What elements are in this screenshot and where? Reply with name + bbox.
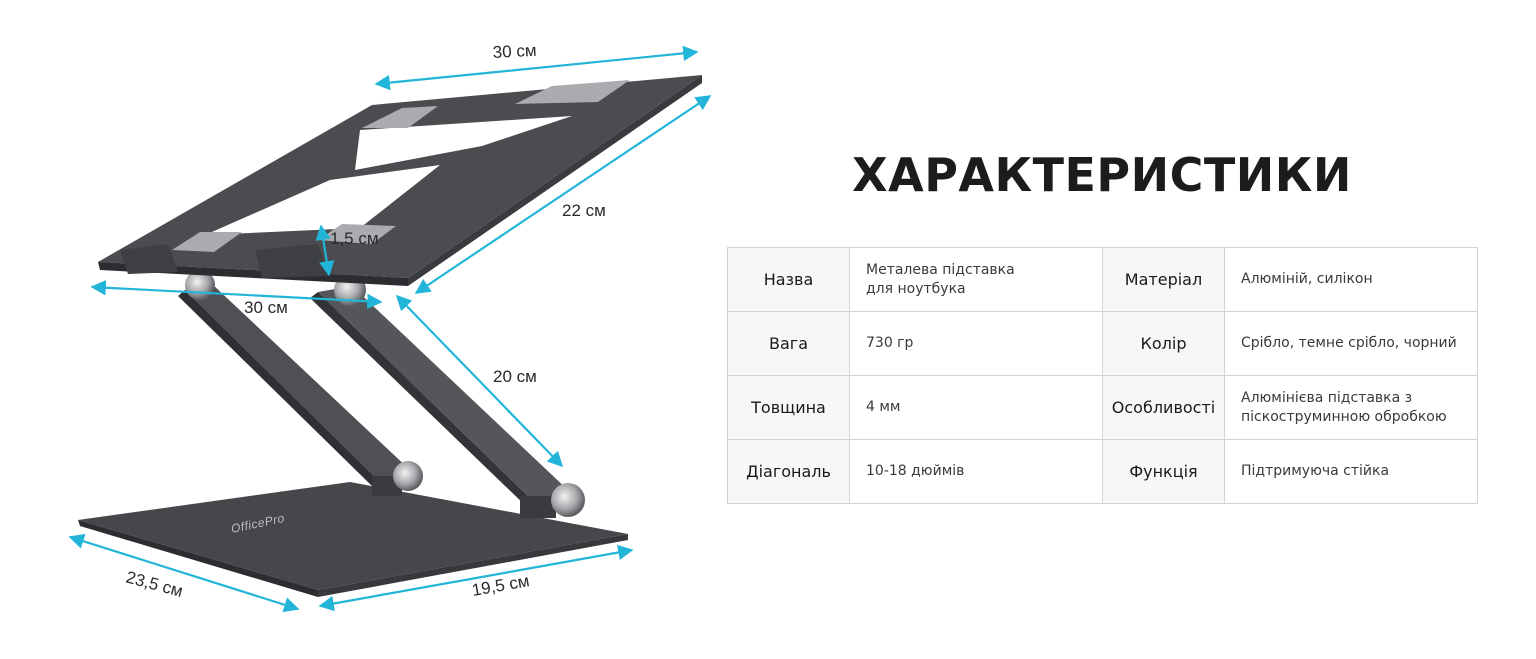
spec-label: Колір	[1102, 311, 1225, 376]
spec-label: Функція	[1102, 439, 1225, 504]
spec-label: Вага	[727, 311, 850, 376]
spec-value: Срібло, темне срібло, чорний	[1224, 311, 1478, 376]
dim-label-depth: 22 см	[562, 201, 606, 220]
spec-value: 4 мм	[849, 375, 1103, 440]
dim-label-top-width: 30 см	[492, 41, 537, 62]
table-row: Товщина 4 мм Особливості Алюмінієва підс…	[727, 375, 1478, 440]
dim-label-front-width: 30 см	[244, 298, 288, 317]
dimension-lines	[68, 45, 712, 613]
table-row: Вага 730 гр Колір Срібло, темне срібло, …	[727, 311, 1478, 376]
page-title: ХАРАКТЕРИСТИКИ	[852, 148, 1352, 202]
spec-value: Алюмінієва підставка з піскоструминною о…	[1224, 375, 1478, 440]
spec-label: Назва	[727, 247, 850, 312]
spec-value: Алюміній, силікон	[1224, 247, 1478, 312]
spec-label: Матеріал	[1102, 247, 1225, 312]
product-illustration: OfficePro 30 с	[68, 41, 712, 613]
spec-value: Металева підставка для ноутбука	[849, 247, 1103, 312]
spec-label: Діагональ	[727, 439, 850, 504]
specs-table: Назва Металева підставка для ноутбука Ма…	[727, 247, 1478, 504]
dim-label-base-depth: 23,5 см	[124, 568, 185, 601]
stand-tray	[98, 75, 702, 286]
dim-label-base-width: 19,5 см	[470, 571, 530, 600]
stand-arms	[178, 284, 570, 518]
spec-value: 730 гр	[849, 311, 1103, 376]
table-row: Назва Металева підставка для ноутбука Ма…	[727, 247, 1478, 312]
dim-label-arm-length: 20 см	[493, 367, 537, 386]
spec-value: 10-18 дюймів	[849, 439, 1103, 504]
spec-label: Особливості	[1102, 375, 1225, 440]
spec-value: Підтримуюча стійка	[1224, 439, 1478, 504]
spec-label: Товщина	[727, 375, 850, 440]
table-row: Діагональ 10-18 дюймів Функція Підтримую…	[727, 439, 1478, 504]
dim-label-lip-height: 1,5 см	[330, 229, 379, 248]
